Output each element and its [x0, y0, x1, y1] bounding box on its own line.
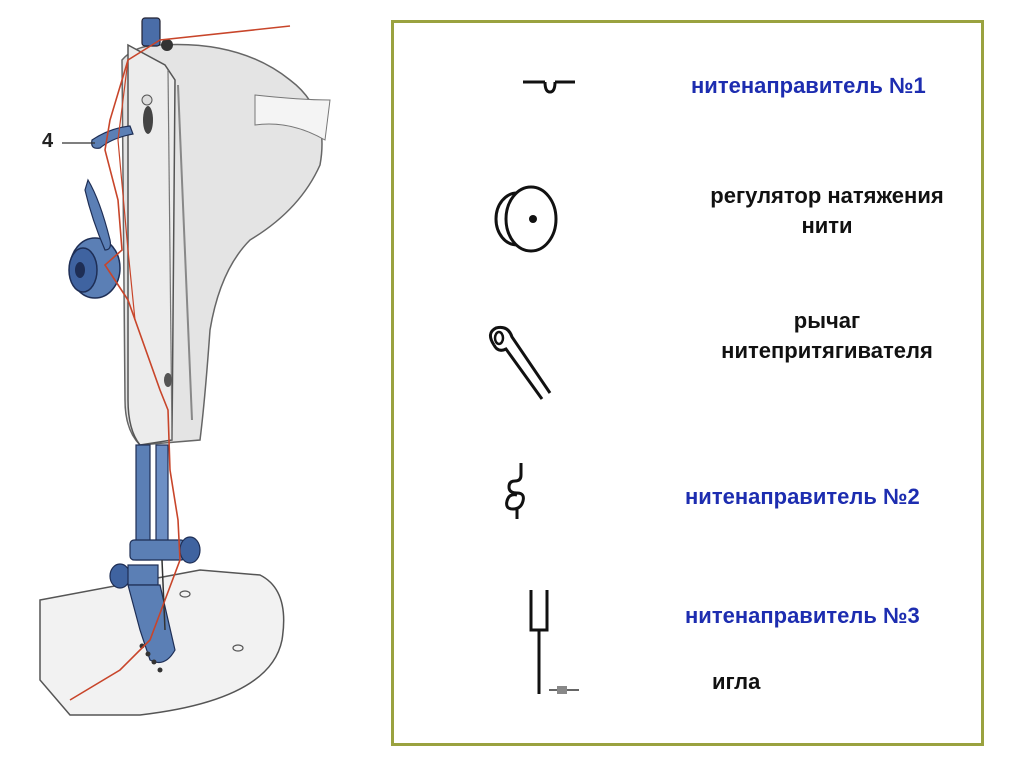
upper-thread	[69, 25, 291, 701]
take-up-lever-line-1: рычаг	[793, 308, 861, 333]
thread-branch	[117, 59, 136, 321]
plate-screw	[232, 644, 244, 652]
legend-label-tension-regulator: регулятор натяжения нити	[687, 181, 967, 241]
face-screw	[141, 94, 153, 106]
top-screw-hole	[161, 39, 173, 51]
tension-spring	[84, 178, 112, 251]
callout-number-4: 4	[42, 130, 54, 152]
presser-shank	[127, 564, 159, 586]
tension-regulator-line-2: нити	[801, 213, 853, 238]
legend-label-thread-guide-2: нитенаправитель №2	[685, 484, 920, 509]
lever-slot	[143, 106, 153, 134]
face-plate-groove	[177, 84, 193, 421]
take-up-lever	[91, 125, 134, 149]
take-up-lever-icon	[489, 325, 552, 400]
legend-panel: нитенаправитель №1 регулятор натяжения н…	[391, 20, 984, 746]
tension-knob-center	[75, 262, 85, 278]
thread-guide-1-icon	[523, 80, 575, 94]
clamp-screw	[179, 536, 201, 564]
thread-guide-slot	[164, 373, 172, 387]
plate-screw	[179, 590, 191, 598]
face-plate	[127, 43, 176, 446]
needle-clamp	[129, 539, 186, 561]
legend-label-thread-guide-1: нитенаправитель №1	[691, 73, 926, 98]
legend-label-needle: игла	[712, 669, 761, 694]
sewing-machine-illustration	[39, 17, 331, 716]
needle-icon	[537, 630, 579, 694]
needle	[161, 559, 166, 631]
presser-foot-screw	[109, 563, 131, 589]
legend-label-thread-guide-3: нитенаправитель №3	[685, 603, 920, 628]
needle-bar	[155, 444, 169, 556]
take-up-lever-line-2: нитепритягивателя	[721, 338, 933, 363]
tension-regulator-line-1: регулятор натяжения	[710, 183, 944, 208]
tension-regulator-icon	[494, 185, 558, 253]
thread-guide-2-icon	[505, 463, 525, 519]
legend-label-take-up-lever: рычаг нитепритягивателя	[687, 306, 967, 366]
arm-top-edge	[254, 94, 331, 141]
